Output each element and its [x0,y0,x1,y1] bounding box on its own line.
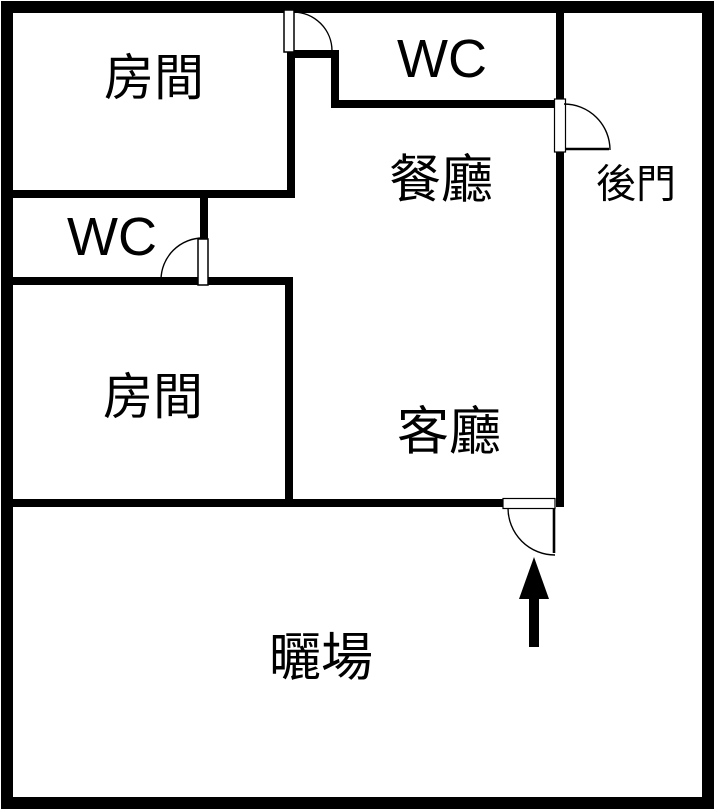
door-opening [553,98,567,153]
wall-outer-right [702,1,714,809]
arrow-shaft [529,599,539,647]
room-labels: 房間 WC 餐廳 後門 WC 房間 客廳 曬場 [67,29,676,688]
wall-wc-top-bottom [331,100,564,108]
label-wc-top: WC [397,29,487,89]
door-arc [160,237,204,281]
label-room-bottom-left: 房間 [103,369,203,425]
wall-top-stub [287,50,339,58]
wall-room2-right [285,277,293,507]
wall-outer-left [1,1,13,809]
wall-corridor-lower [556,152,564,507]
door-arc [563,103,611,151]
door-back [553,98,611,153]
door-leaf [197,238,209,286]
wall-wc-left-bottom [10,277,293,285]
door-main-entrance [502,497,556,556]
door-wc-left [160,237,209,286]
wall-outer-bottom [1,797,714,809]
label-wc-left: WC [67,207,157,267]
wall-outer-top [1,1,714,13]
door-room-top-left [283,9,333,53]
doors [160,9,611,556]
interior-walls [10,8,564,507]
wall-living-bottom [10,499,503,507]
wall-wc-top-left [331,50,339,108]
door-opening [502,497,556,510]
wall-wc-left-right [200,190,208,240]
label-back-door: 後門 [596,162,676,207]
wall-corridor-upper [556,8,564,100]
door-arc [507,507,556,556]
arrow-head [519,557,549,599]
door-leaf [283,9,295,53]
label-room-top-left: 房間 [104,50,204,106]
wall-room1-right [287,50,295,198]
label-living: 客廳 [397,405,501,462]
label-dining: 餐廳 [389,153,493,210]
door-arc [292,11,333,52]
entrance-arrow-icon [519,557,549,647]
label-yard: 曬場 [269,631,373,688]
wall-room1-bottom [10,190,295,198]
